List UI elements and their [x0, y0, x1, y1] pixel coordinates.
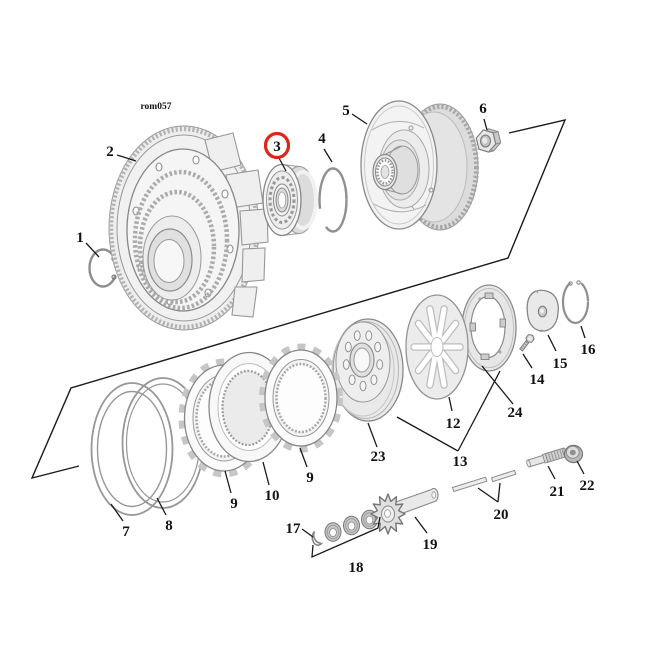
leader-20b: [497, 482, 501, 503]
callout-6: 6: [479, 101, 487, 117]
callout-21: 21: [550, 484, 565, 500]
callout-13: 13: [453, 454, 468, 470]
leader-lines: [85, 113, 586, 559]
leader-17: [301, 528, 314, 538]
leader-6: [483, 118, 488, 131]
part-18-washer-set: [324, 509, 378, 542]
leader-10: [262, 461, 270, 486]
part-14-screw: [519, 334, 535, 352]
bearing-balls: [268, 176, 296, 224]
leader-14: [522, 353, 533, 369]
part-3-bearing: [262, 163, 318, 237]
highlight-circle-part-3: [263, 131, 291, 160]
callout-9a: 9: [230, 496, 238, 512]
leader-7: [110, 503, 124, 522]
leader-5: [351, 113, 368, 125]
part-24-spring-seat: [461, 284, 517, 372]
leader-13a: [396, 416, 459, 452]
basket-finger: [241, 247, 266, 283]
leader-3: [278, 157, 287, 172]
leader-20a: [477, 487, 499, 503]
callout-3: 3: [273, 139, 281, 155]
figure-code: rom057: [141, 102, 172, 112]
callout-23: 23: [371, 449, 386, 465]
part-7-ring: [90, 382, 174, 516]
callout-5: 5: [342, 103, 350, 119]
leader-13b: [457, 370, 501, 452]
part-9-friction-plate-right: [259, 343, 343, 453]
callout-19: 19: [423, 537, 438, 553]
callout-10: 10: [265, 488, 280, 504]
part-19-sprocket-shaft: [370, 487, 439, 535]
leader-22: [576, 460, 585, 475]
callout-17: 17: [286, 521, 302, 537]
callout-20: 20: [494, 507, 509, 523]
callout-8: 8: [165, 518, 173, 534]
callout-labels: rom057 1 2 3 4 5 6 7 8 9 10 9 12 13 14 1…: [76, 101, 596, 576]
callout-4: 4: [318, 131, 326, 147]
callout-22: 22: [580, 478, 595, 494]
part-21-adjuster-screw: [526, 447, 568, 468]
part-17-lock-washer: [311, 530, 324, 546]
leader-1: [85, 242, 100, 258]
callout-1: 1: [76, 230, 84, 246]
leader-24: [481, 365, 514, 405]
part-5-clutch-hub: [360, 100, 479, 231]
part-16-snap-ring: [561, 279, 590, 325]
part-12-diaphragm-spring: [405, 294, 469, 400]
part-6-nut: [475, 128, 502, 153]
leader-2: [116, 154, 137, 162]
part-2-clutch-shell: [108, 125, 269, 331]
leader-8: [156, 497, 167, 516]
part-4-retaining-ring: [318, 167, 348, 233]
basket-finger: [239, 208, 269, 246]
chain-teeth-ring: [132, 169, 230, 311]
callout-18: 18: [349, 560, 364, 576]
callout-16: 16: [581, 342, 597, 358]
part-15-release-plate: [526, 289, 559, 333]
callout-7: 7: [122, 524, 130, 540]
frame-border: [30, 119, 567, 480]
leader-21: [547, 465, 556, 480]
leader-23: [367, 422, 378, 448]
callout-9b: 9: [306, 470, 314, 486]
leader-9b: [299, 447, 308, 468]
leader-12: [448, 396, 453, 412]
basket-finger: [231, 286, 258, 318]
part-20-push-rods: [451, 469, 517, 493]
leader-19: [414, 516, 428, 534]
part-22-locknut: [563, 444, 584, 464]
leader-4: [323, 148, 333, 163]
callout-14: 14: [530, 372, 546, 388]
leader-16: [580, 325, 586, 339]
callout-12: 12: [446, 416, 461, 432]
callout-15: 15: [553, 356, 568, 372]
leader-15: [547, 334, 557, 352]
leader-9a: [224, 470, 232, 494]
callout-2: 2: [106, 144, 114, 160]
callout-24: 24: [508, 405, 524, 421]
bracket-18: [311, 516, 381, 559]
chain-teeth-ring: [137, 189, 217, 305]
part-23-pressure-plate: [331, 318, 404, 422]
